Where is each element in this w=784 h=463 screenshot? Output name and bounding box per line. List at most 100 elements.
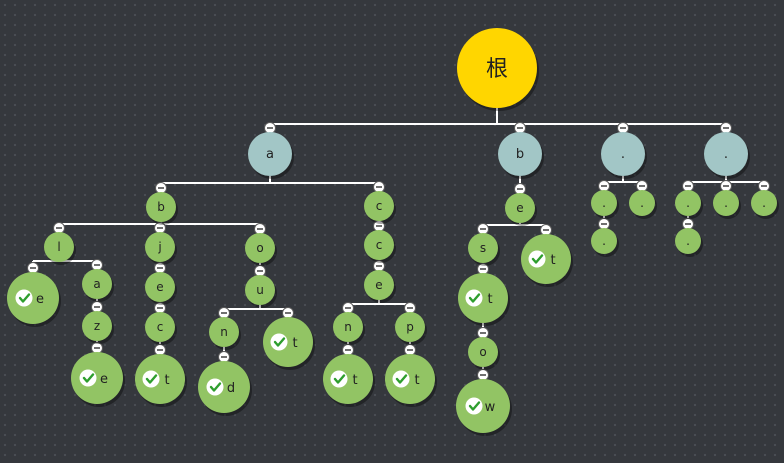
trie-node-dot1a[interactable]: . [591, 190, 619, 219]
node-label: a [266, 147, 274, 162]
trie-node-t6[interactable]: t [521, 234, 573, 287]
trie-node-dot1b[interactable]: . [591, 228, 619, 257]
trie-node-e2[interactable]: e [71, 352, 125, 407]
node-label: s [480, 241, 486, 255]
trie-node-be[interactable]: e [505, 193, 537, 226]
trie-node-p[interactable]: p [395, 312, 427, 345]
node-label: . [621, 147, 625, 162]
node-label: p [406, 320, 414, 334]
collapse-toggle-icon[interactable] [477, 369, 489, 381]
node-label: . [602, 234, 606, 248]
node-label: t [550, 253, 555, 268]
node-label: e [36, 292, 44, 307]
node-label: n [344, 320, 352, 334]
trie-node-dot2b[interactable]: . [675, 228, 703, 257]
trie-node-s[interactable]: s [468, 233, 500, 266]
collapse-toggle-icon[interactable] [154, 262, 166, 274]
trie-node-z[interactable]: z [82, 311, 114, 344]
trie-node-b[interactable]: b [146, 192, 178, 225]
collapse-toggle-icon[interactable] [373, 181, 385, 193]
trie-node-dot2a[interactable]: . [675, 190, 703, 219]
trie-node-e4[interactable]: e [364, 270, 396, 303]
collapse-toggle-icon[interactable] [514, 122, 526, 134]
trie-node-j[interactable]: j [145, 232, 177, 265]
trie-node-t2[interactable]: t [263, 317, 315, 370]
node-label: . [686, 234, 690, 248]
node-label: e [156, 280, 163, 294]
collapse-toggle-icon[interactable] [155, 182, 167, 194]
collapse-toggle-icon[interactable] [264, 122, 276, 134]
trie-node-dot2[interactable]: . [704, 132, 750, 179]
node-label: u [256, 283, 264, 297]
collapse-toggle-icon[interactable] [254, 223, 266, 235]
collapse-toggle-icon[interactable] [617, 122, 629, 134]
node-label: . [724, 147, 728, 162]
collapse-toggle-icon[interactable] [91, 342, 103, 354]
trie-node-c2[interactable]: c [145, 312, 177, 345]
collapse-toggle-icon[interactable] [404, 302, 416, 314]
trie-node-n1[interactable]: n [209, 317, 241, 350]
collapse-toggle-icon[interactable] [218, 351, 230, 363]
collapse-toggle-icon[interactable] [53, 222, 65, 234]
node-label: d [227, 381, 235, 396]
trie-node-e3[interactable]: e [145, 272, 177, 305]
collapse-toggle-icon[interactable] [218, 307, 230, 319]
collapse-toggle-icon[interactable] [758, 180, 770, 192]
collapse-toggle-icon[interactable] [477, 223, 489, 235]
collapse-toggle-icon[interactable] [254, 265, 266, 277]
trie-node-e1[interactable]: e [7, 272, 61, 327]
collapse-toggle-icon[interactable] [720, 122, 732, 134]
collapse-toggle-icon[interactable] [342, 302, 354, 314]
trie-node-w[interactable]: w [456, 379, 512, 436]
trie-node-t5[interactable]: t [458, 273, 510, 326]
trie-node-n2[interactable]: n [333, 312, 365, 345]
collapse-toggle-icon[interactable] [682, 218, 694, 230]
node-label: z [94, 319, 100, 333]
collapse-toggle-icon[interactable] [91, 259, 103, 271]
trie-node-dot1[interactable]: . [601, 132, 647, 179]
check-icon [392, 370, 410, 388]
node-label: e [516, 201, 523, 215]
trie-node-dot2c[interactable]: . [713, 190, 741, 219]
collapse-toggle-icon[interactable] [720, 180, 732, 192]
trie-node-d[interactable]: d [198, 361, 252, 416]
trie-node-o2[interactable]: o [468, 337, 500, 370]
trie-node-a[interactable]: a [248, 132, 294, 179]
collapse-toggle-icon[interactable] [682, 180, 694, 192]
trie-node-a2[interactable]: a [82, 269, 114, 302]
collapse-toggle-icon[interactable] [342, 344, 354, 356]
node-label: t [292, 336, 297, 351]
collapse-toggle-icon[interactable] [598, 218, 610, 230]
node-label: a [93, 277, 100, 291]
collapse-toggle-icon[interactable] [282, 307, 294, 319]
root-node[interactable]: 根 [457, 28, 539, 111]
trie-node-t1[interactable]: t [135, 354, 187, 407]
check-icon [528, 250, 546, 268]
trie-node-u[interactable]: u [245, 275, 277, 308]
collapse-toggle-icon[interactable] [404, 344, 416, 356]
trie-node-c3[interactable]: c [364, 191, 396, 224]
trie-node-dot1c[interactable]: . [629, 190, 657, 219]
trie-node-c4[interactable]: c [364, 230, 396, 263]
collapse-toggle-icon[interactable] [91, 301, 103, 313]
collapse-toggle-icon[interactable] [154, 344, 166, 356]
trie-node-t3[interactable]: t [323, 354, 375, 407]
check-icon [330, 370, 348, 388]
trie-node-t4[interactable]: t [385, 354, 437, 407]
collapse-toggle-icon[interactable] [514, 183, 526, 195]
tree-edges [32, 108, 765, 379]
collapse-toggle-icon[interactable] [598, 180, 610, 192]
node-label: . [640, 196, 644, 210]
trie-node-o[interactable]: o [245, 233, 277, 266]
collapse-toggle-icon[interactable] [540, 224, 552, 236]
trie-node-l[interactable]: l [44, 232, 76, 265]
collapse-toggle-icon[interactable] [477, 327, 489, 339]
collapse-toggle-icon[interactable] [636, 180, 648, 192]
node-label: j [157, 240, 161, 254]
collapse-toggle-icon[interactable] [27, 262, 39, 274]
trie-node-bb[interactable]: b [498, 132, 544, 179]
node-label: c [376, 199, 383, 213]
trie-node-dot2d[interactable]: . [751, 190, 779, 219]
